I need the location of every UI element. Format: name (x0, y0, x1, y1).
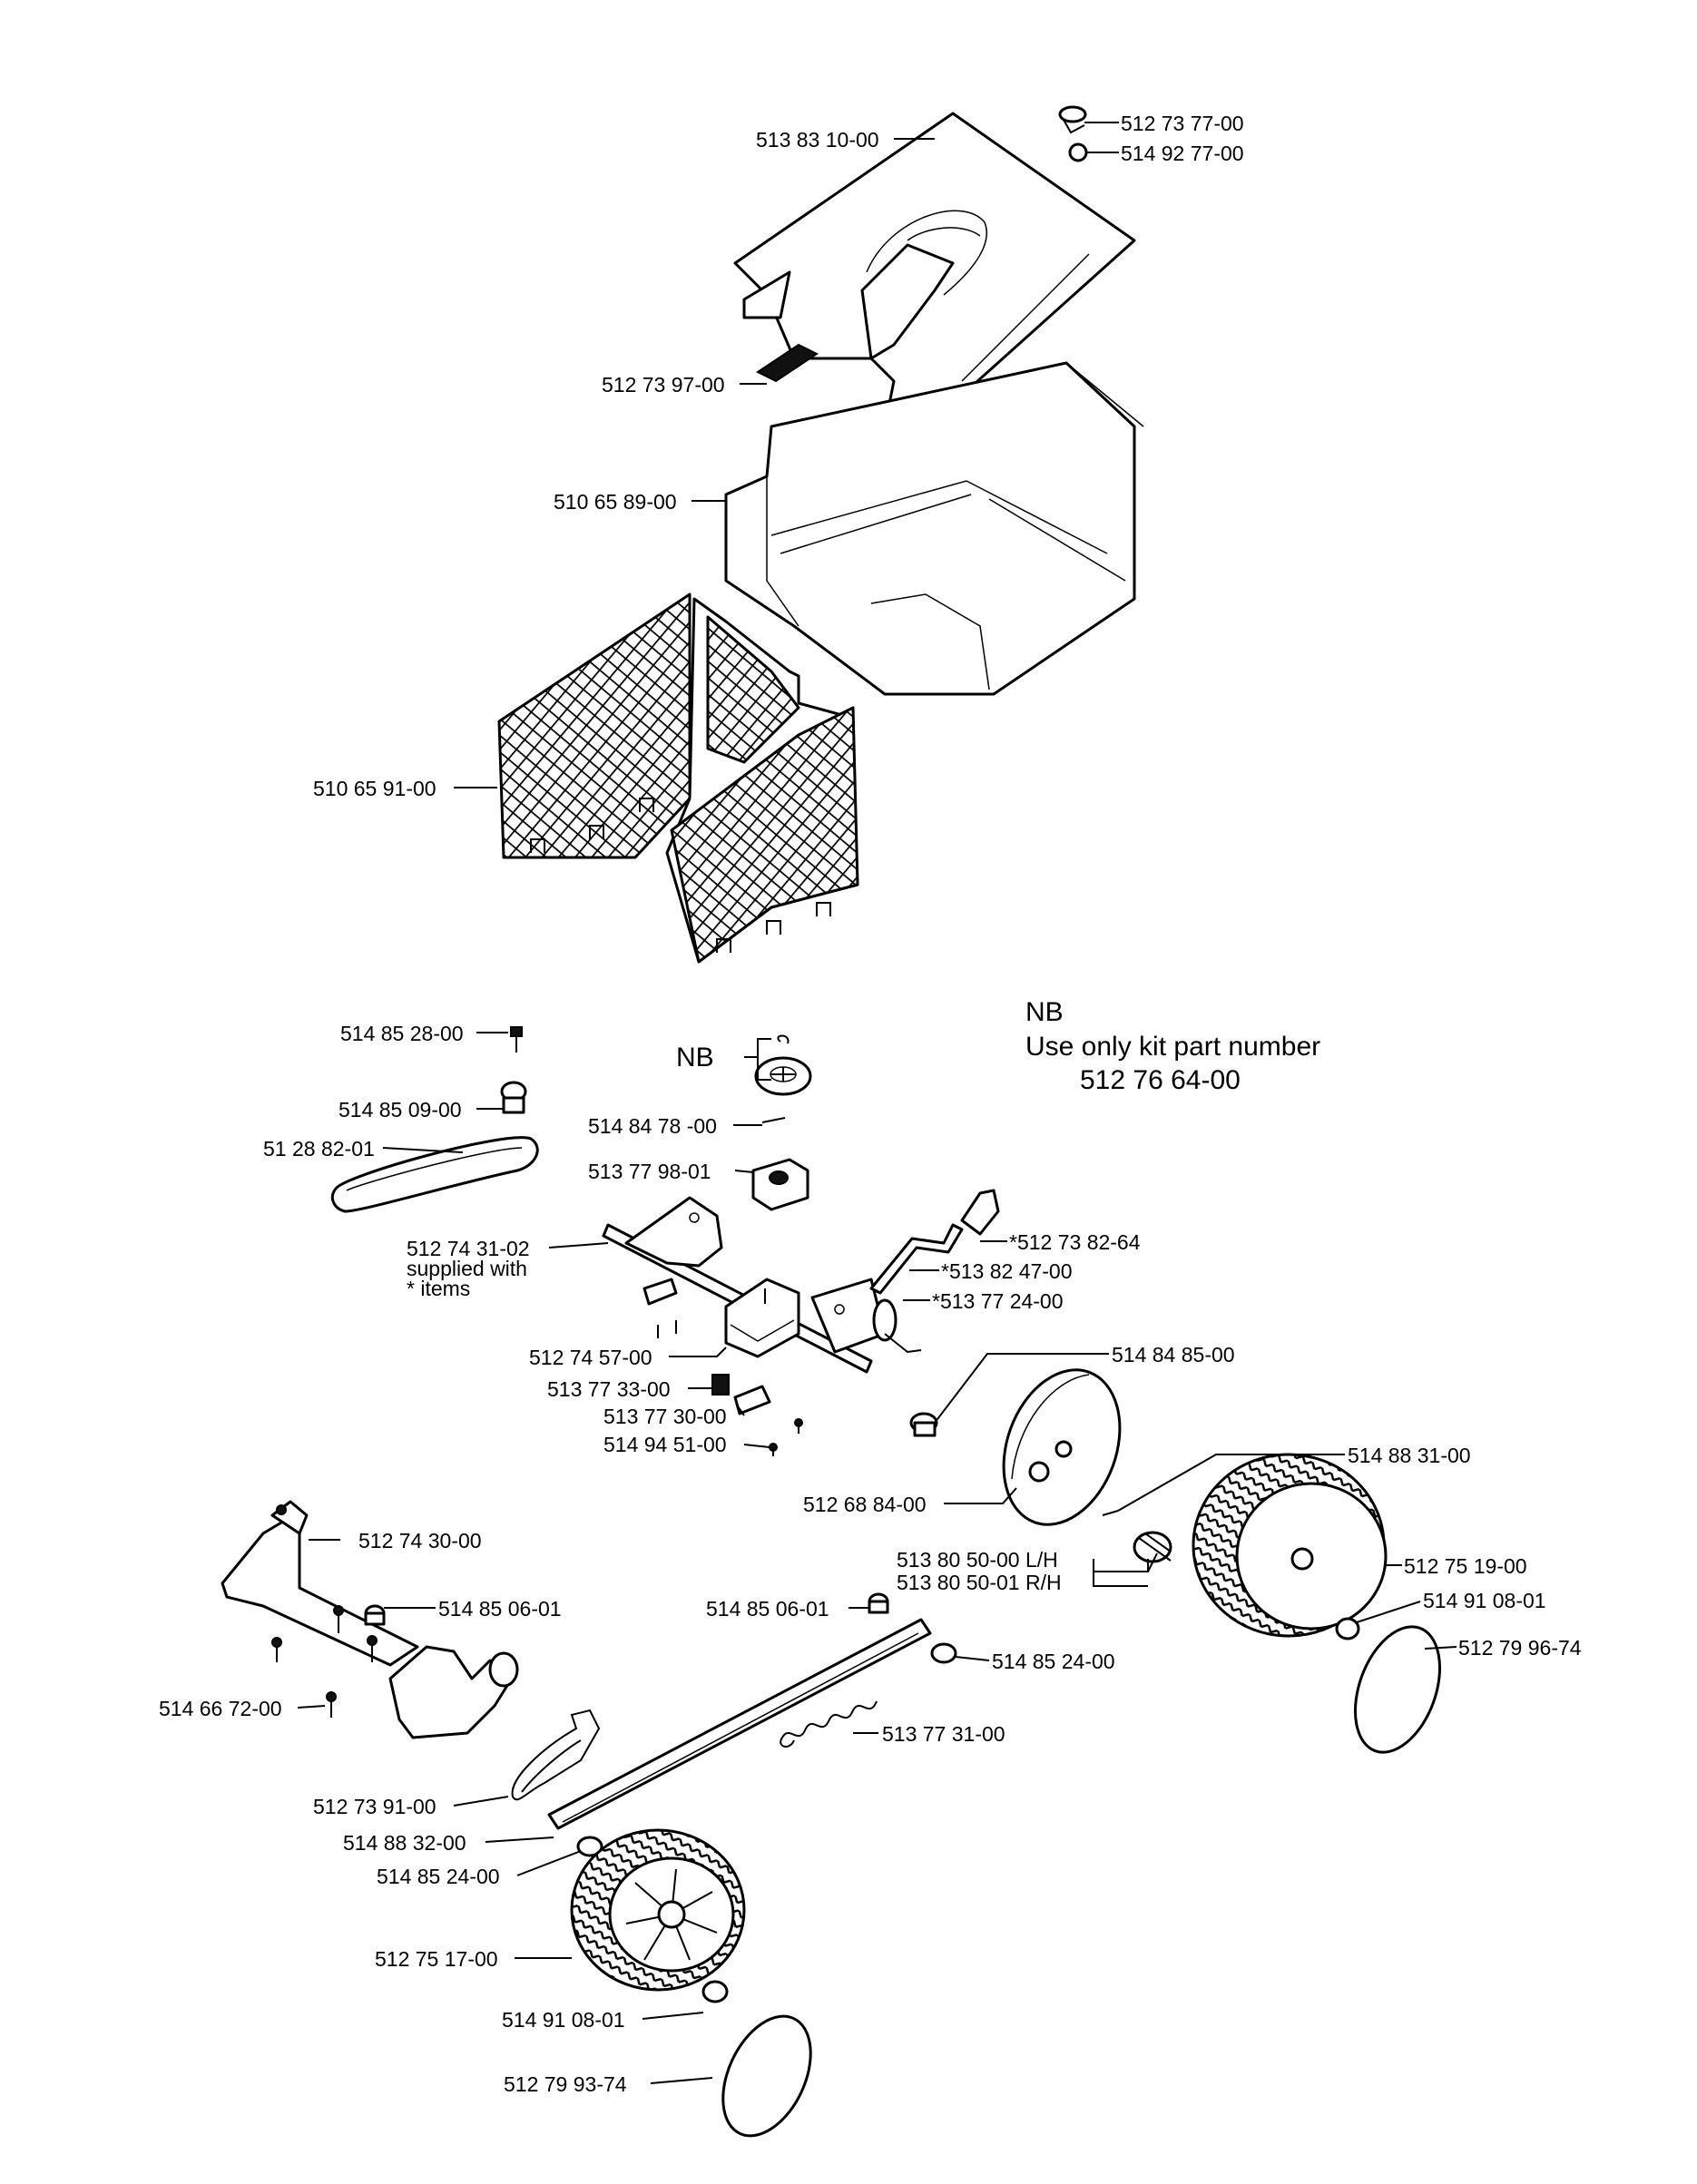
pin-514-84-78 (761, 1117, 786, 1123)
part-label: 514 66 72-00 (159, 1697, 282, 1720)
part-label: 513 80 50-00 L/H (897, 1548, 1058, 1572)
part-label: 514 85 28-00 (340, 1022, 464, 1045)
part-label: 510 65 91-00 (313, 777, 437, 800)
part-label: 512 73 77-00 (1121, 112, 1244, 135)
grass-catcher-frame (724, 361, 1144, 696)
part-label: 514 84 85-00 (1112, 1343, 1235, 1366)
part-label: 512 73 91-00 (313, 1795, 437, 1818)
height-adjust-bracket (221, 1500, 519, 1739)
grass-catcher-clip (1058, 105, 1087, 134)
grass-catcher-handle-strip (756, 343, 819, 383)
part-label: 512 74 30-00 (358, 1529, 482, 1552)
hubcap-512-79-93 (721, 2014, 812, 2138)
pulley-kit (754, 1034, 812, 1096)
part-label: 514 85 24-00 (377, 1865, 500, 1888)
note-line1: Use only kit part number (1025, 1032, 1320, 1062)
bushing-514-85-06-b (868, 1592, 889, 1614)
note-line2: 512 76 64-00 (1080, 1065, 1241, 1095)
screws-514-66-72 (271, 1605, 378, 1718)
part-label: 512 73 97-00 (602, 373, 725, 397)
part-label: 514 92 77-00 (1121, 142, 1244, 165)
note-title: NB (1025, 997, 1064, 1027)
part-label: 513 83 10-00 (756, 128, 879, 152)
part-label: 514 88 32-00 (343, 1831, 466, 1855)
washer-514-85-24-a (930, 1642, 957, 1664)
grass-catcher-washer (1068, 142, 1088, 162)
gearbox (724, 1278, 800, 1358)
part-label: 514 94 51-00 (603, 1433, 727, 1456)
bushing-514-84-85 (909, 1412, 938, 1437)
part-label: 513 77 33-00 (547, 1377, 671, 1401)
part-label: 513 77 30-00 (603, 1405, 727, 1428)
axle-bar (547, 1618, 932, 1830)
part-label: 514 85 06-01 (706, 1597, 829, 1621)
grass-catcher-side-panel-left (497, 593, 692, 859)
part-label: 514 91 08-01 (502, 2008, 625, 2032)
bushing-514-85-06-a (364, 1604, 386, 1626)
part-label: 510 65 89-00 (554, 490, 677, 514)
part-label: 514 91 08-01 (1423, 1589, 1546, 1612)
part-label: 513 77 98-01 (588, 1160, 711, 1183)
part-label: 513 77 31-00 (882, 1722, 1005, 1746)
screws-514-94-51 (769, 1418, 803, 1456)
nb-callout: NB (676, 1043, 714, 1072)
gear-lever (869, 1189, 1000, 1295)
part-label: 51 28 82-01 (263, 1137, 375, 1161)
part-label: 514 85 06-01 (438, 1597, 562, 1621)
drive-belt (330, 1136, 539, 1213)
hubcap-512-79-96 (1353, 1625, 1442, 1754)
rear-wheel-right (1192, 1453, 1388, 1638)
bolt-514-85-28 (510, 1026, 523, 1053)
part-label: 512 79 93-74 (504, 2072, 627, 2096)
leader-lines (297, 122, 1457, 2084)
pin-514-88-31 (1102, 1510, 1119, 1516)
part-label: 512 75 17-00 (375, 1947, 498, 1971)
grass-catcher-side-panel-right (665, 597, 859, 964)
front-wheel-left (570, 1828, 746, 1992)
drive-pinion (1133, 1531, 1172, 1563)
part-label: 514 85 09-00 (338, 1098, 462, 1121)
part-label: 512 75 19-00 (1404, 1554, 1527, 1578)
wheel-cover-disc (1002, 1368, 1122, 1526)
part-label: *513 77 24-00 (932, 1289, 1064, 1313)
gear-lever-plate (810, 1278, 922, 1354)
bearing-block (751, 1158, 809, 1211)
washer-514-91-08-a (1335, 1617, 1360, 1640)
grass-catcher-lid (733, 112, 1136, 428)
part-label: 512 79 96-74 (1458, 1636, 1582, 1660)
tension-spring (780, 1700, 878, 1748)
spring-clip-512-73-91 (511, 1709, 601, 1801)
part-label: *512 73 82-64 (1009, 1230, 1141, 1254)
washer-514-85-24-b (576, 1836, 603, 1857)
part-label: 512 74 31-02 (407, 1237, 530, 1260)
part-label: 514 84 78 -00 (588, 1114, 717, 1138)
clip-upper (643, 1278, 678, 1338)
part-label: 513 80 50-01 R/H (897, 1571, 1062, 1594)
spring-513-77-33 (711, 1374, 730, 1396)
part-label: supplied with (407, 1257, 527, 1280)
part-label: 514 85 24-00 (992, 1650, 1115, 1673)
part-label: * items (407, 1277, 470, 1300)
washer-514-91-08-b (701, 1980, 729, 2003)
part-label: 512 74 57-00 (529, 1346, 652, 1369)
nut-514-85-09 (500, 1081, 527, 1114)
part-label: 512 68 84-00 (803, 1493, 927, 1516)
part-label: *513 82 47-00 (941, 1259, 1073, 1283)
part-label: 514 88 31-00 (1348, 1444, 1471, 1467)
